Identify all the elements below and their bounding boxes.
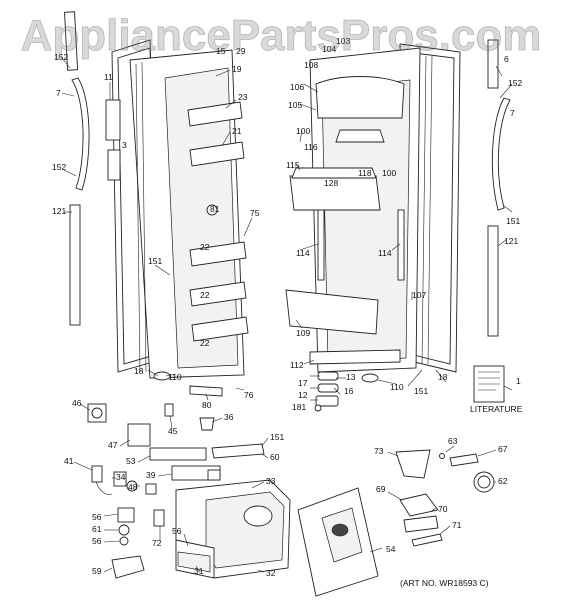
label-39: 39 <box>146 470 156 480</box>
label-23: 23 <box>238 92 248 102</box>
label-73: 73 <box>374 446 384 456</box>
label-118: 118 <box>358 168 372 178</box>
label-151: 151 <box>414 386 428 396</box>
label-116: 116 <box>304 142 318 152</box>
label-13: 13 <box>346 372 356 382</box>
label-36: 36 <box>224 412 234 422</box>
label-105: 105 <box>288 100 302 110</box>
label-100: 100 <box>296 126 310 136</box>
label-71: 71 <box>452 520 462 530</box>
label-1: 1 <box>516 376 521 386</box>
label-3: 3 <box>122 140 127 150</box>
label-62: 62 <box>498 476 508 486</box>
label-110: 110 <box>390 382 404 392</box>
label-70: 70 <box>438 504 448 514</box>
dispenser-assembly <box>87 403 291 579</box>
label-7: 7 <box>56 88 61 98</box>
label-53: 53 <box>126 456 136 466</box>
fresh-food-door <box>285 43 461 373</box>
part-labels: 152 7 11 3 152 121 15 29 19 23 21 81 75 … <box>52 36 523 588</box>
label-11: 11 <box>104 72 113 82</box>
label-152: 152 <box>54 52 68 62</box>
label-151: 151 <box>148 256 162 266</box>
label-47: 47 <box>108 440 118 450</box>
label-6: 6 <box>504 54 509 64</box>
label-103: 103 <box>336 36 350 46</box>
label-41: 41 <box>64 456 74 466</box>
right-handle <box>491 97 511 211</box>
label-46: 46 <box>72 398 82 408</box>
label-114: 114 <box>296 248 310 258</box>
label-114: 114 <box>378 248 392 258</box>
watermark: AppliancePartsPros.com <box>21 11 542 60</box>
label-31: 31 <box>194 566 204 576</box>
label-115: 115 <box>286 160 300 170</box>
label-18: 18 <box>438 372 448 382</box>
label-121: 121 <box>52 206 66 216</box>
label-16: 16 <box>344 386 354 396</box>
label-22: 22 <box>200 338 210 348</box>
label-152: 151 <box>506 216 520 226</box>
literature-label: LITERATURE <box>470 404 523 414</box>
label-22: 22 <box>200 290 210 300</box>
hinge-bracket <box>105 99 121 181</box>
label-108: 108 <box>304 60 318 70</box>
label-75: 75 <box>250 208 260 218</box>
label-61: 61 <box>92 524 102 534</box>
label-128: 128 <box>324 178 338 188</box>
label-121: 121 <box>504 236 518 246</box>
label-17: 17 <box>298 378 308 388</box>
label-33: 33 <box>266 476 276 486</box>
label-32: 32 <box>266 568 276 578</box>
small-parts-center <box>153 371 379 412</box>
label-60: 60 <box>270 452 280 462</box>
right-door-trim-top <box>487 39 499 89</box>
label-18: 18 <box>134 366 144 376</box>
label-63: 63 <box>448 436 458 446</box>
label-152: 152 <box>52 162 66 172</box>
left-door-trim-bottom <box>69 204 81 326</box>
label-69: 69 <box>376 484 386 494</box>
right-door-trim-bottom <box>487 225 499 337</box>
label-181: 181 <box>292 402 306 412</box>
left-handle <box>71 77 90 191</box>
art-number: (ART NO. WR18593 C) <box>400 578 489 588</box>
label-107: 107 <box>412 290 426 300</box>
label-29: 29 <box>236 46 246 56</box>
label-81: 81 <box>210 204 220 214</box>
label-34: 34 <box>116 472 126 482</box>
label-151: 151 <box>270 432 284 442</box>
label-76: 76 <box>244 390 254 400</box>
leader-lines <box>61 57 513 573</box>
literature-booklet <box>473 365 505 403</box>
label-56: 56 <box>92 536 102 546</box>
label-48: 48 <box>128 482 138 492</box>
label-67: 67 <box>498 444 508 454</box>
label-21: 21 <box>232 126 242 136</box>
label-54: 54 <box>386 544 396 554</box>
label-56: 56 <box>92 512 102 522</box>
dispenser-cover <box>297 487 379 597</box>
label-109: 109 <box>296 328 310 338</box>
label-19: 19 <box>232 64 242 74</box>
small-parts-right <box>395 449 495 547</box>
label-15: 15 <box>216 46 226 56</box>
label-7: 7 <box>510 108 515 118</box>
label-72: 72 <box>152 538 162 548</box>
label-58: 56 <box>172 526 182 536</box>
label-100: 100 <box>382 168 396 178</box>
label-59: 59 <box>92 566 102 576</box>
label-152: 152 <box>508 78 522 88</box>
label-80: 80 <box>202 400 212 410</box>
label-12: 12 <box>298 390 308 400</box>
freezer-door <box>111 39 249 379</box>
left-door-trim-top <box>64 11 79 71</box>
label-110: 110 <box>168 372 182 382</box>
label-104: 104 <box>322 44 336 54</box>
label-106: 106 <box>290 82 304 92</box>
label-22: 22 <box>200 242 210 252</box>
label-112: 112 <box>290 360 304 370</box>
label-45: 45 <box>168 426 178 436</box>
